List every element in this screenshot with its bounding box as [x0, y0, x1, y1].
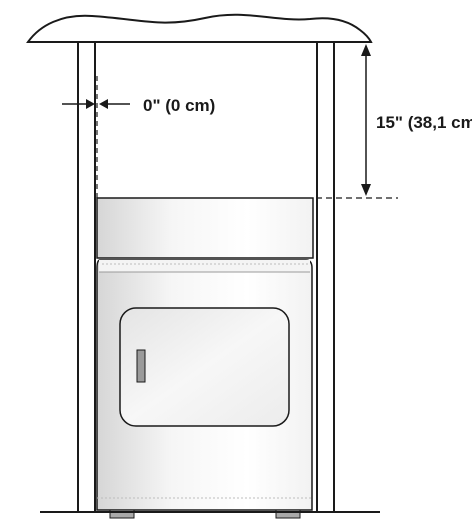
- cabinet-top-cutaway: [26, 13, 373, 43]
- appliance-foot-left: [109, 509, 135, 519]
- top-clearance-label: 15" (38,1 cm): [376, 113, 472, 132]
- right-cabinet-wall: [316, 41, 335, 513]
- left-cabinet-wall: [77, 41, 96, 513]
- side-clearance-arrow-right: [99, 99, 130, 109]
- side-clearance-arrow-left: [62, 99, 95, 109]
- top-clearance-dimension-arrow: [361, 44, 371, 196]
- appliance-door: [119, 307, 290, 427]
- door-handle: [136, 349, 146, 383]
- appliance-upper-panel: [96, 197, 314, 259]
- side-clearance-label: 0" (0 cm): [143, 96, 215, 115]
- appliance-foot-right: [275, 509, 301, 519]
- appliance-top-band: [99, 260, 310, 272]
